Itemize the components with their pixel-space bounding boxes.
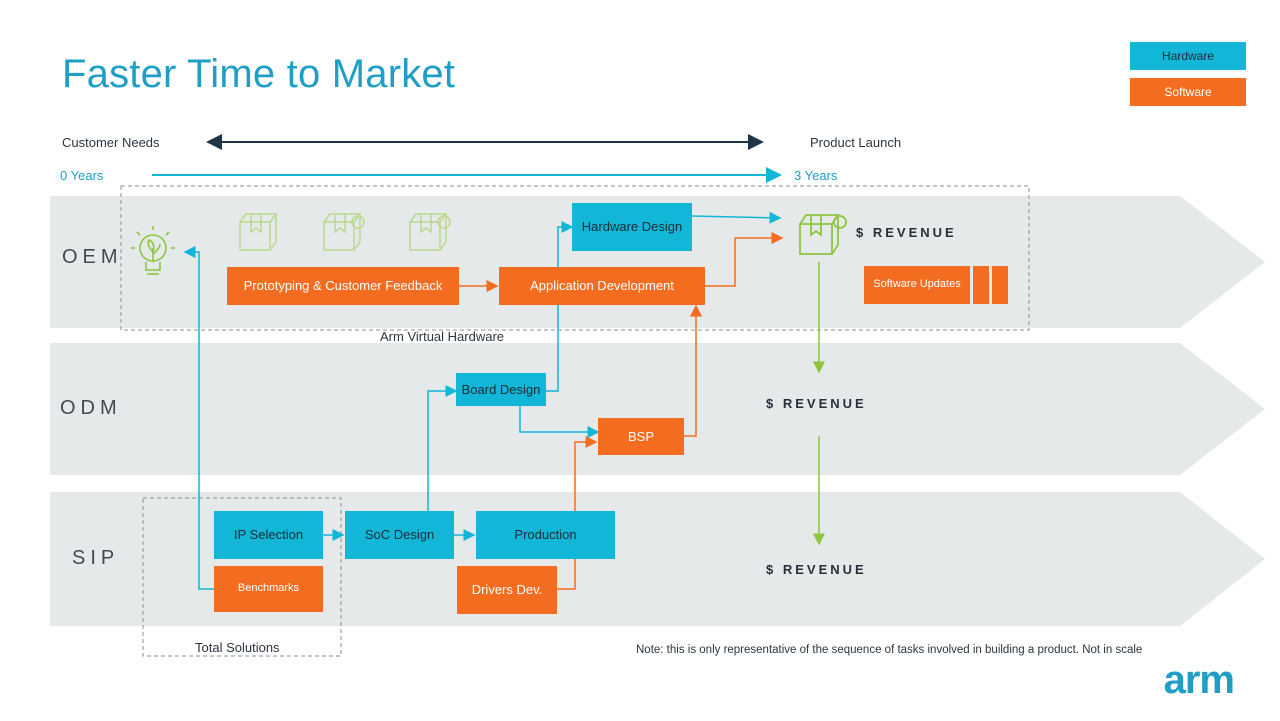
application-development-box: Application Development	[499, 267, 705, 305]
product-box-icon	[799, 214, 847, 255]
total-solutions-frame	[142, 497, 342, 657]
lane-label-oem: OEM	[62, 246, 123, 268]
software-update-bar-2	[973, 266, 989, 304]
hwdesign-to-product-arrow	[691, 211, 782, 224]
lane-label-odm: ODM	[60, 397, 122, 419]
hardware-design-box: Hardware Design	[572, 203, 692, 251]
prototype-box-icon	[239, 213, 278, 251]
benchmarks-to-idea-arrow	[183, 246, 214, 590]
customer-needs-label: Customer Needs	[62, 135, 160, 150]
board-design-box: Board Design	[456, 373, 546, 406]
total-solutions-label: Total Solutions	[195, 640, 280, 655]
board-to-hwdesign-arrow	[546, 221, 574, 392]
production-box: Production	[476, 511, 615, 559]
drivers-dev-box: Drivers Dev.	[457, 566, 557, 614]
page-title: Faster Time to Market	[62, 52, 456, 96]
footnote: Note: this is only representative of the…	[636, 644, 1143, 656]
revenue-label-odm: $ REVENUE	[766, 396, 867, 411]
benchmarks-box: Benchmarks	[214, 566, 323, 612]
revenue-label-oem: $ REVENUE	[856, 225, 957, 240]
prototype-box-idea-icon-1	[323, 213, 365, 251]
ip-selection-box: IP Selection	[214, 511, 323, 559]
soc-to-board-arrow	[427, 385, 458, 511]
lightbulb-icon	[131, 226, 175, 275]
arm-logo: arm	[1163, 658, 1235, 702]
legend-software: Software	[1130, 78, 1246, 106]
board-to-bsp-arrow	[519, 406, 600, 438]
arm-virtual-hardware-frame	[120, 185, 1030, 331]
soc-design-box: SoC Design	[345, 511, 454, 559]
revenue-label-sip: $ REVENUE	[766, 562, 867, 577]
lane-odm-band	[50, 343, 1265, 475]
prototyping-box: Prototyping & Customer Feedback	[227, 267, 459, 305]
appdev-to-product-arrow	[705, 232, 784, 287]
legend-hardware: Hardware	[1130, 42, 1246, 70]
bsp-to-appdev-arrow	[684, 304, 702, 437]
arm-virtual-hardware-label: Arm Virtual Hardware	[380, 329, 505, 344]
timeline-start-label: 0 Years	[60, 168, 104, 183]
software-updates-box: Software Updates	[864, 266, 970, 304]
lane-label-sip: SIP	[72, 547, 120, 569]
bsp-box: BSP	[598, 418, 684, 455]
prototype-box-idea-icon-2	[409, 213, 451, 251]
product-launch-label: Product Launch	[810, 135, 902, 150]
timeline-end-label: 3 Years	[794, 168, 838, 183]
software-update-bar-3	[992, 266, 1008, 304]
